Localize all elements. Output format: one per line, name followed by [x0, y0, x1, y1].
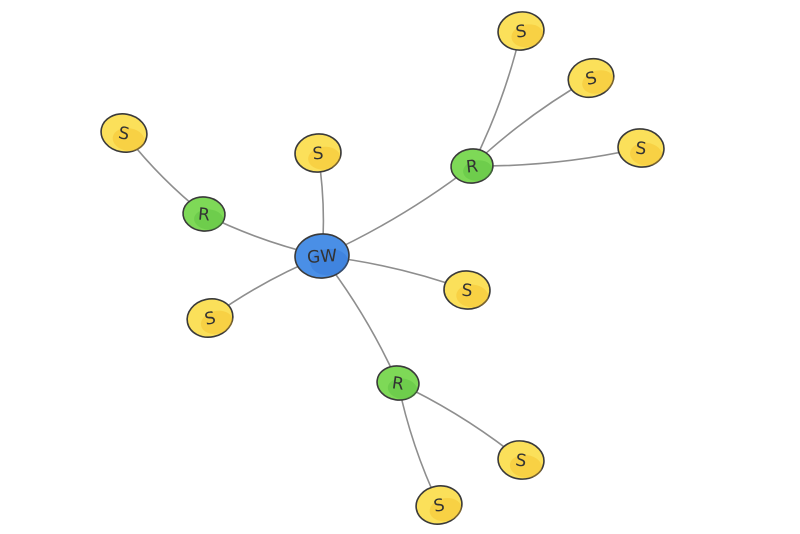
- router-shade: [463, 160, 493, 181]
- edge-layer: [123, 30, 642, 506]
- sensor-blob: [443, 270, 491, 310]
- router-node-r1: R: [182, 196, 226, 232]
- sensor-node-s7: S: [617, 128, 665, 168]
- sensor-node-s6: S: [567, 57, 615, 99]
- sensor-blob: [617, 128, 665, 168]
- sensor-shade: [200, 310, 233, 335]
- sensor-shade: [509, 454, 542, 478]
- router-label: R: [391, 373, 406, 394]
- sensor-node-s4: S: [443, 270, 491, 310]
- sensor-blob: [415, 485, 463, 525]
- edge-r2-s1: [471, 30, 522, 167]
- gateway-shade: [310, 248, 349, 276]
- router-shade: [194, 209, 224, 230]
- sensor-blob: [100, 113, 148, 153]
- router-node-r2: R: [450, 148, 494, 184]
- router-shade: [387, 378, 418, 400]
- sensor-label: S: [312, 144, 324, 165]
- sensor-label: S: [514, 21, 527, 42]
- sensor-label: S: [461, 281, 473, 302]
- sensor-node-s10: S: [415, 485, 463, 525]
- sensor-blob: [186, 298, 234, 338]
- sensor-label: S: [203, 308, 218, 330]
- sensor-shade: [308, 146, 341, 170]
- router-blob: [450, 148, 494, 184]
- router-blob: [376, 365, 420, 401]
- sensor-shade: [429, 498, 462, 522]
- gateway-label: GW: [306, 246, 337, 268]
- sensor-node-s9: S: [497, 440, 545, 480]
- sensor-node-s2: S: [100, 113, 148, 153]
- sensor-shade: [582, 70, 614, 94]
- router-blob: [182, 196, 226, 232]
- sensor-shade: [630, 142, 663, 166]
- router-node-r3: R: [376, 365, 420, 401]
- sensor-blob: [497, 440, 545, 480]
- router-label: R: [465, 156, 479, 177]
- gateway-node-gw: GW: [294, 233, 350, 279]
- sensor-label: S: [432, 495, 446, 517]
- sensor-label: S: [514, 450, 527, 471]
- sensor-label: S: [117, 123, 131, 145]
- sensor-blob: [294, 133, 342, 173]
- sensor-shade: [456, 284, 489, 308]
- sensor-node-s3: S: [294, 133, 342, 173]
- sensor-label: S: [583, 68, 599, 90]
- sensor-shade: [112, 128, 145, 152]
- sensor-node-s1: S: [497, 11, 545, 51]
- node-layer: GW R R R S S S S S S S S S: [100, 11, 665, 525]
- router-label: R: [197, 205, 211, 226]
- sensor-node-s5: S: [186, 298, 234, 338]
- gateway-blob: [294, 233, 350, 279]
- sensor-shade: [511, 24, 544, 48]
- sensor-blob: [497, 11, 545, 51]
- edge-r2-s7: [471, 147, 642, 167]
- sensor-label: S: [634, 138, 647, 159]
- sensor-blob: [567, 57, 615, 99]
